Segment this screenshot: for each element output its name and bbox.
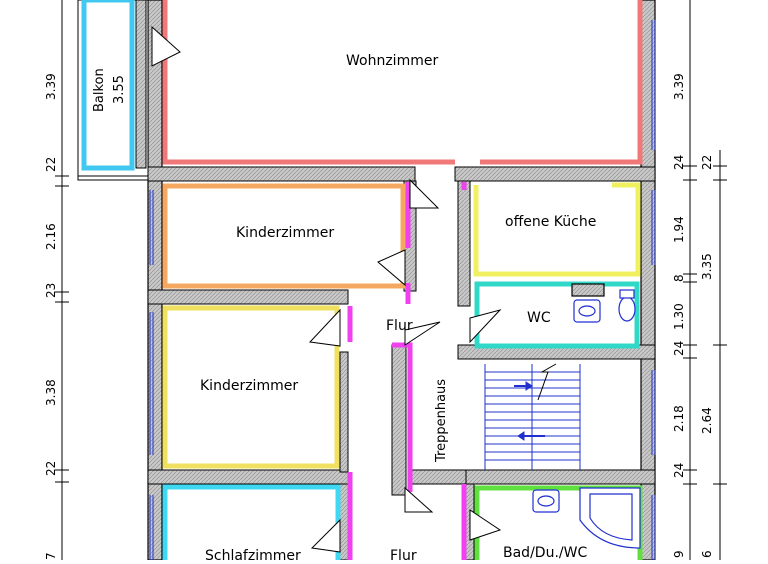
dim-right-7: 2.18 bbox=[672, 405, 686, 432]
dim-left-7: 7 bbox=[44, 552, 58, 560]
room-label-wc: WC bbox=[527, 310, 551, 326]
room-label-kinderzimmer-1: Kinderzimmer bbox=[236, 225, 335, 241]
dim-right-2: 24 bbox=[672, 154, 686, 170]
dim-outer-1: 22 bbox=[700, 154, 714, 170]
dim-right-4: 8 bbox=[672, 274, 686, 282]
balkon-area: 3.55 bbox=[112, 75, 127, 104]
dim-left-2: 22 bbox=[44, 156, 58, 172]
dimension-lines bbox=[55, 0, 727, 560]
wc-outline bbox=[474, 281, 640, 349]
dim-right-9: 9 bbox=[672, 550, 686, 558]
sanitary bbox=[532, 283, 641, 549]
flur-outline bbox=[347, 182, 467, 560]
room-label-flur-2: Flur bbox=[390, 548, 417, 564]
room-label-flur-1: Flur bbox=[386, 318, 413, 334]
kinderzimmer-1-outline bbox=[162, 183, 406, 289]
dim-left-3: 2.16 bbox=[44, 223, 58, 250]
room-label-kueche: offene Küche bbox=[505, 214, 597, 230]
doors bbox=[151, 25, 502, 553]
room-label-schlafzimmer: Schlafzimmer bbox=[205, 548, 301, 564]
room-label-kinderzimmer-2: Kinderzimmer bbox=[200, 378, 299, 394]
kinderzimmer-2-outline bbox=[162, 305, 340, 469]
dim-left-5: 3.38 bbox=[44, 379, 58, 406]
wohnzimmer-outline bbox=[162, 0, 643, 165]
dim-left-6: 22 bbox=[44, 460, 58, 476]
dim-left-4: 23 bbox=[44, 282, 58, 298]
balkon bbox=[77, 0, 149, 181]
dim-right-8: 24 bbox=[672, 462, 686, 478]
dim-outer-4: 6 bbox=[700, 550, 714, 558]
dim-right-3: 1.94 bbox=[672, 216, 686, 243]
room-label-bad: Bad/Du./WC bbox=[503, 545, 588, 561]
kueche-outline bbox=[473, 182, 641, 277]
dim-right-1: 3.39 bbox=[672, 73, 686, 100]
dim-outer-3: 2.64 bbox=[700, 407, 714, 434]
windows bbox=[149, 20, 656, 560]
room-label-treppenhaus: Treppenhaus bbox=[434, 378, 449, 462]
dim-right-6: 24 bbox=[672, 340, 686, 356]
dim-outer-2: 3.35 bbox=[700, 253, 714, 280]
stairs bbox=[484, 363, 581, 470]
dim-left-1: 3.39 bbox=[44, 73, 58, 100]
room-label-wohnzimmer: Wohnzimmer bbox=[346, 53, 439, 69]
dim-right-5: 1.30 bbox=[672, 303, 686, 330]
room-label-balkon: Balkon bbox=[92, 68, 107, 112]
